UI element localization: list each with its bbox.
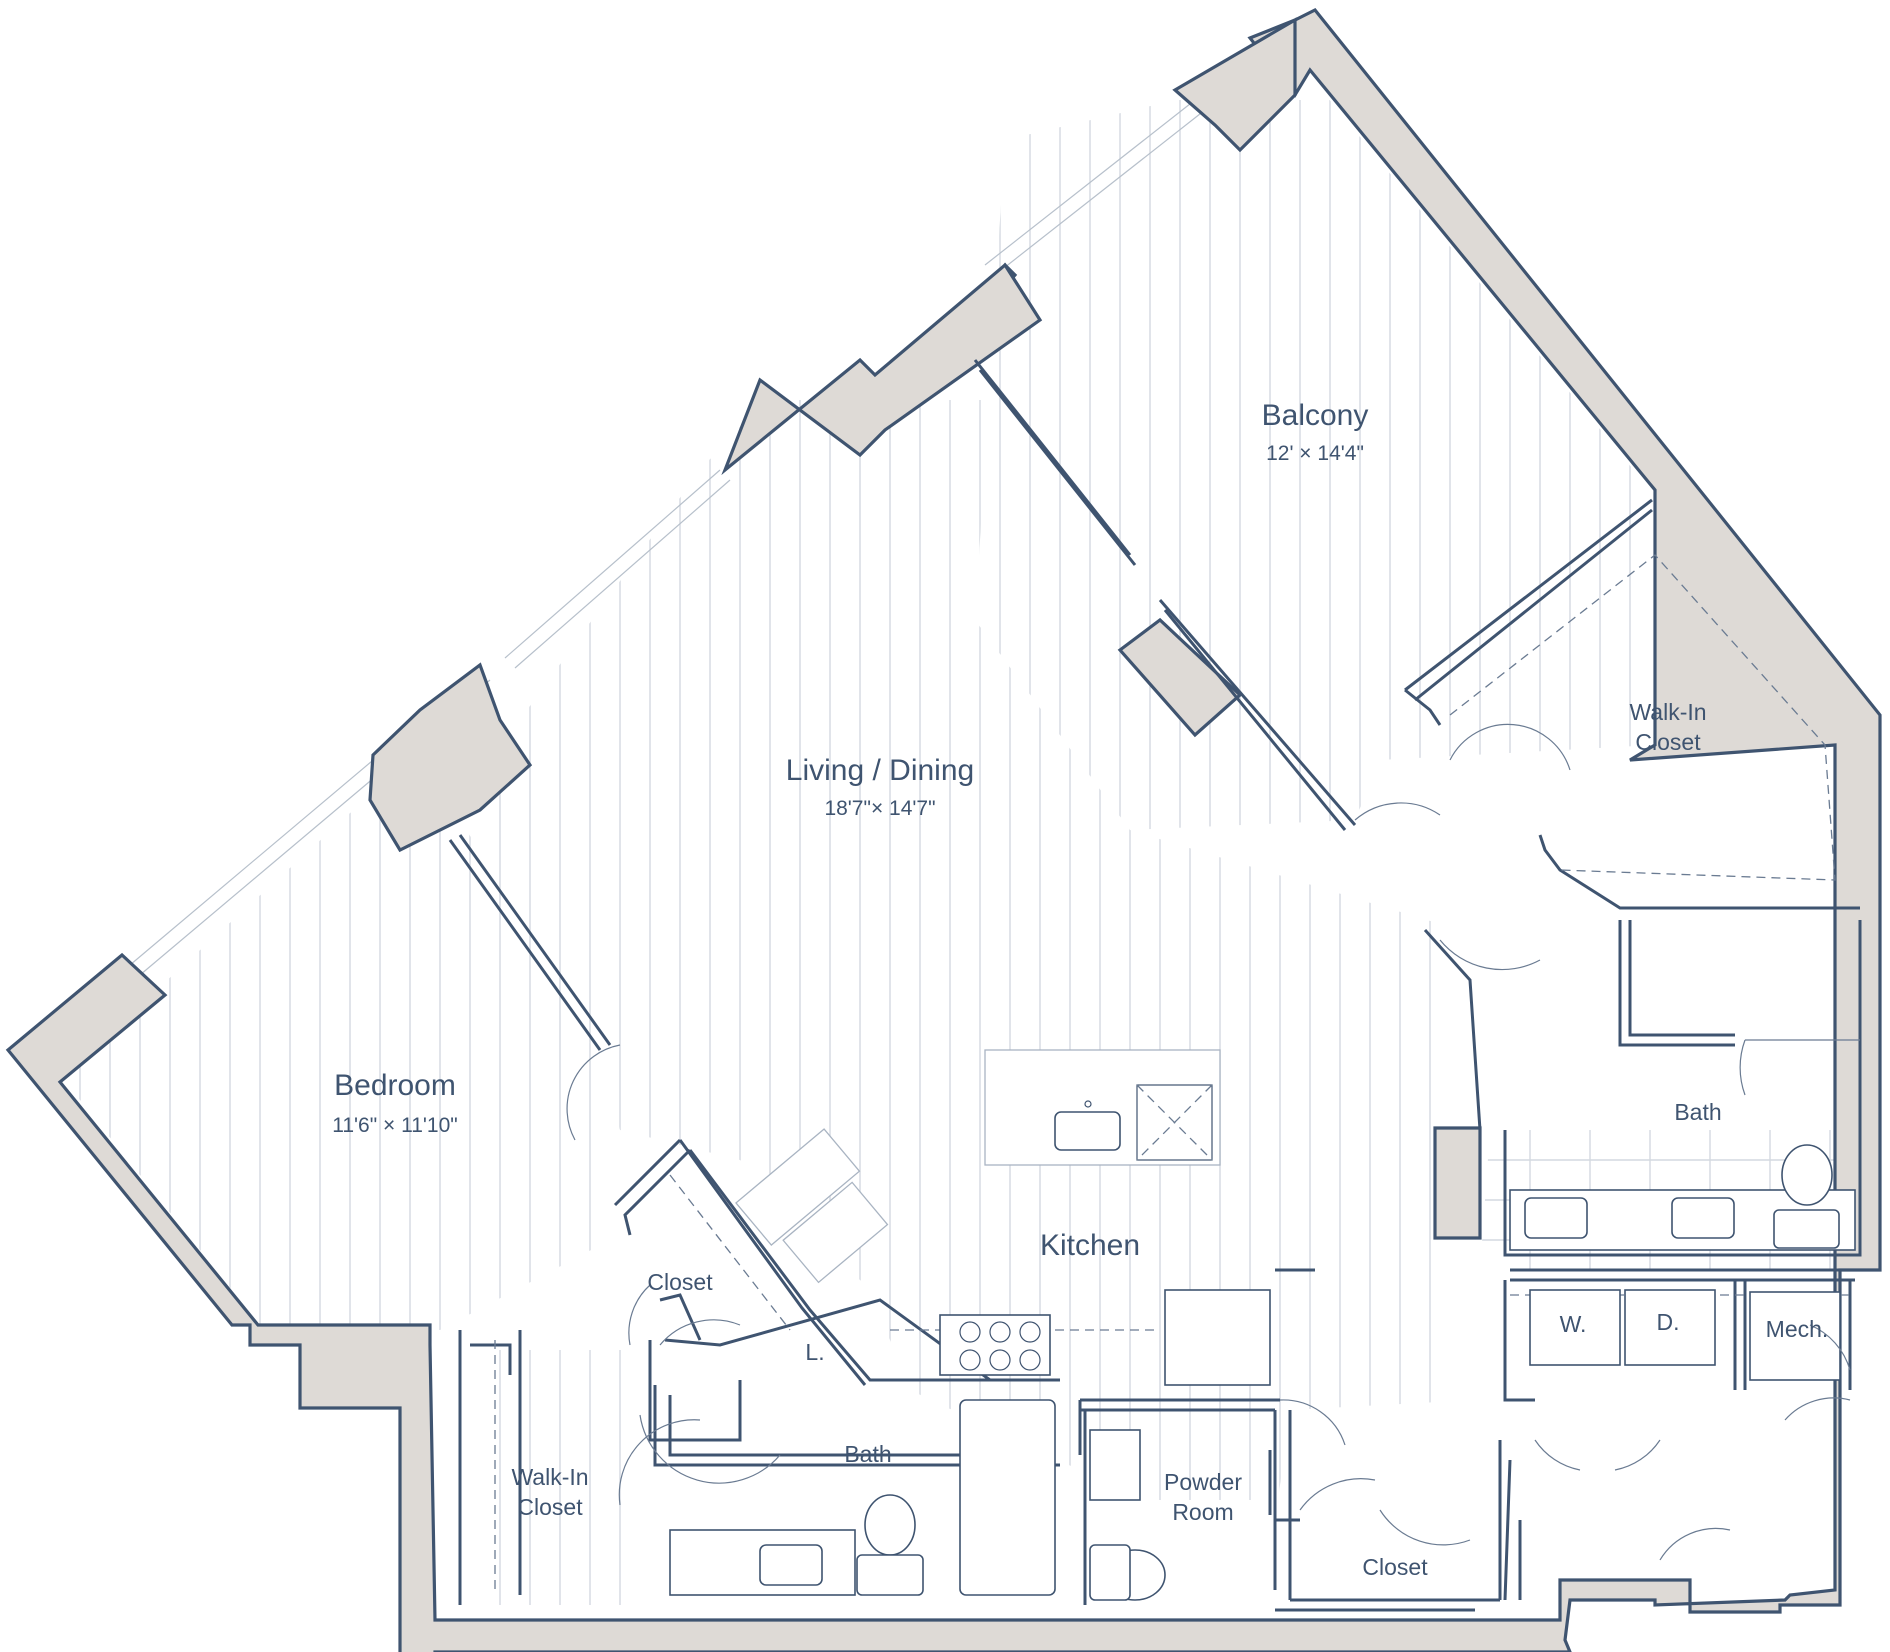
door-swing-13 (1659, 1527, 1731, 1561)
powder-room-fixtures (1089, 1429, 1166, 1601)
walk-in-closet-label-2-line2: Closet (517, 1494, 583, 1520)
right-bath-fixtures (1509, 1039, 1860, 1251)
closet-label: Closet (647, 1269, 713, 1295)
door-swing-11 (1534, 1439, 1581, 1471)
door-swing-4 (1439, 939, 1541, 971)
island-sink-icon (1054, 1111, 1121, 1151)
living-dining-label: Living / Dining (786, 754, 974, 787)
counter-block (735, 1128, 861, 1247)
toilet-icon-2 (864, 1494, 916, 1556)
bathtub-icon (959, 1399, 1056, 1596)
door-swing-6 (618, 1419, 701, 1506)
mech-label: Mech. (1766, 1316, 1829, 1342)
living-dining-dimensions: 18'7"× 14'7" (824, 797, 935, 820)
dryer-label: D. (1657, 1309, 1680, 1335)
walk-in-closet-label-line2: Closet (1635, 729, 1701, 755)
balcony-dimensions: 12' × 14'4" (1266, 442, 1364, 465)
powder-sink-icon (1089, 1429, 1141, 1501)
door-swing-10 (1379, 1509, 1471, 1546)
balcony-label: Balcony (1262, 399, 1369, 432)
walk-in-closet-label-2: Walk-In (511, 1464, 588, 1490)
bath-label: Bath (1674, 1099, 1721, 1125)
sink-icon-3 (759, 1544, 823, 1586)
window-glazing (129, 99, 1206, 976)
powder-room-label-line2: Room (1172, 1499, 1233, 1525)
laundry-fixtures (1529, 1289, 1841, 1381)
walkin-floor (499, 1350, 621, 1605)
faucet-icon (1084, 1100, 1092, 1108)
washer-label: W. (1560, 1311, 1587, 1337)
sink-icon-2 (1671, 1197, 1735, 1239)
door-swing-17 (1809, 1324, 1851, 1371)
door-swing-2 (1354, 802, 1441, 821)
kitchen-label: Kitchen (1040, 1229, 1140, 1262)
door-swing-14 (1784, 1397, 1851, 1421)
door-swing-3 (1449, 723, 1571, 771)
bedroom-label: Bedroom (334, 1069, 456, 1102)
exterior-walls (5, 7, 1882, 1652)
powder-room-label: Powder (1164, 1469, 1242, 1495)
sink-icon (1524, 1197, 1588, 1239)
counter-block-2 (782, 1181, 889, 1284)
door-swing-12 (1614, 1439, 1661, 1471)
door-swing (566, 1044, 621, 1141)
dishwasher-icon (1136, 1084, 1213, 1161)
dryer-icon (1624, 1289, 1716, 1366)
toilet-icon (1781, 1144, 1833, 1206)
door-swing-16 (659, 1319, 741, 1346)
room-labels: Balcony 12' × 14'4" Living / Dining 18'7… (332, 399, 1828, 1580)
door-swing-8 (1279, 1399, 1346, 1446)
linen-label: L. (805, 1339, 824, 1365)
range-icon (939, 1314, 1051, 1376)
closet-label-2: Closet (1362, 1554, 1428, 1580)
door-swing-5 (1739, 1039, 1746, 1096)
kitchen-fixtures (735, 1049, 1271, 1386)
door-swings (566, 723, 1851, 1561)
bedroom-floor (79, 740, 591, 1330)
washer-icon (1529, 1289, 1621, 1366)
bath-label-2: Bath (844, 1441, 891, 1467)
refrigerator-icon (1164, 1289, 1271, 1386)
left-bath-fixtures (669, 1399, 1056, 1596)
walk-in-closet-label: Walk-In (1629, 699, 1706, 725)
door-swing-9 (1299, 1478, 1376, 1511)
interior-walls (448, 359, 1865, 1612)
bedroom-dimensions: 11'6" × 11'10" (332, 1114, 458, 1137)
mech-unit (1749, 1291, 1841, 1381)
door-swing-7 (639, 1414, 781, 1484)
door-swing-15 (628, 1284, 651, 1346)
